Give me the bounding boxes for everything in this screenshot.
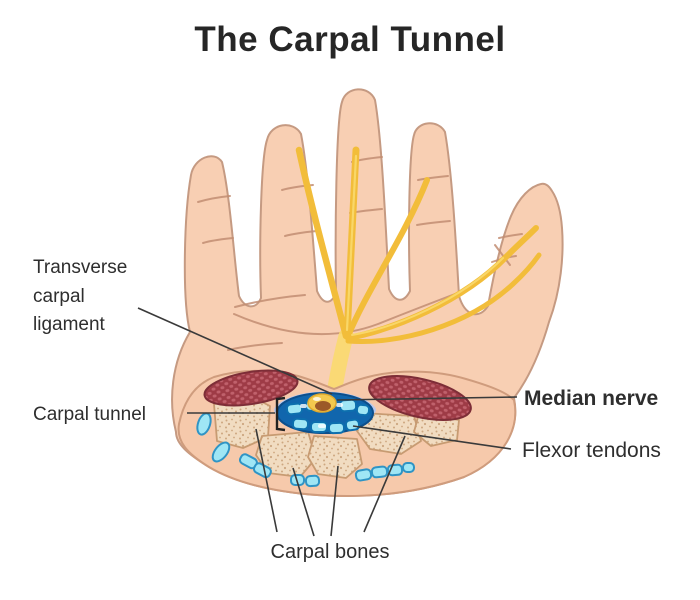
palm-crease: [233, 293, 456, 336]
leader-flexor-tendons: [352, 425, 512, 450]
nerve-branch-thumb: [345, 225, 539, 341]
carpal-bones-group: [213, 396, 460, 479]
nerve-branch-index-finger: [345, 177, 430, 339]
flexor-tendon: [355, 403, 371, 417]
flexor-tendon: [327, 421, 346, 435]
flexor-tendon: [291, 417, 310, 431]
leader-median-nerve: [336, 396, 518, 401]
label-carpal-tunnel: Carpal tunnel: [33, 404, 147, 425]
bone-fragment: [304, 474, 321, 488]
tendon-highlight: [336, 403, 343, 407]
leader-carpal-bones: [255, 428, 278, 533]
thumb-crease: [494, 244, 511, 266]
nerve-highlight: [345, 154, 358, 332]
label-median-nerve: Median nerve: [524, 387, 659, 410]
median-nerve-branches: [295, 146, 542, 402]
thumb-crease: [498, 233, 523, 239]
flexor-tendon: [344, 418, 361, 432]
leader-carpal-bones: [330, 465, 339, 537]
flexor-tendon: [285, 402, 304, 416]
finger-crease: [284, 230, 318, 237]
bone-fragment: [370, 465, 389, 479]
hypothenar-muscle: [203, 369, 299, 407]
finger-crease: [202, 237, 234, 244]
diagram-title: The Carpal Tunnel: [194, 20, 506, 59]
wrist-cross-section: [177, 369, 517, 498]
bone-fragment: [252, 462, 272, 479]
leader-lines: [137, 307, 518, 537]
bone-fragment: [402, 462, 415, 473]
finger-crease: [197, 195, 231, 203]
leader-carpal-bones: [363, 435, 406, 533]
finger-crease: [416, 220, 451, 226]
bone-fragments: [196, 412, 415, 488]
tendon-highlight: [318, 424, 326, 428]
leader-carpal-bones: [292, 467, 315, 537]
median-nerve-highlight: [313, 397, 321, 401]
finger-crease: [417, 175, 449, 181]
label-carpal-bones: Carpal bones: [270, 541, 390, 563]
carpal-tunnel-bracket: [275, 396, 286, 432]
nerve-highlight: [351, 257, 504, 336]
leader-transverse-carpal-ligament: [137, 307, 333, 395]
nerve-branch-ring-finger: [295, 146, 350, 340]
nerve-branch-thumb: [345, 252, 542, 345]
bone-fragment: [354, 468, 373, 482]
label-transverse-carpal-ligament: Transverse carpal ligament: [33, 257, 128, 335]
carpal-bone: [307, 435, 363, 479]
palm-crease: [234, 294, 306, 308]
flexor-tendons-group: [285, 398, 371, 435]
bone-fragment: [211, 441, 231, 463]
median-nerve-cross-section: [307, 393, 337, 413]
tendon-highlight: [300, 404, 307, 408]
label-flexor-tendons: Flexor tendons: [522, 439, 661, 462]
median-nerve-core: [315, 401, 331, 411]
